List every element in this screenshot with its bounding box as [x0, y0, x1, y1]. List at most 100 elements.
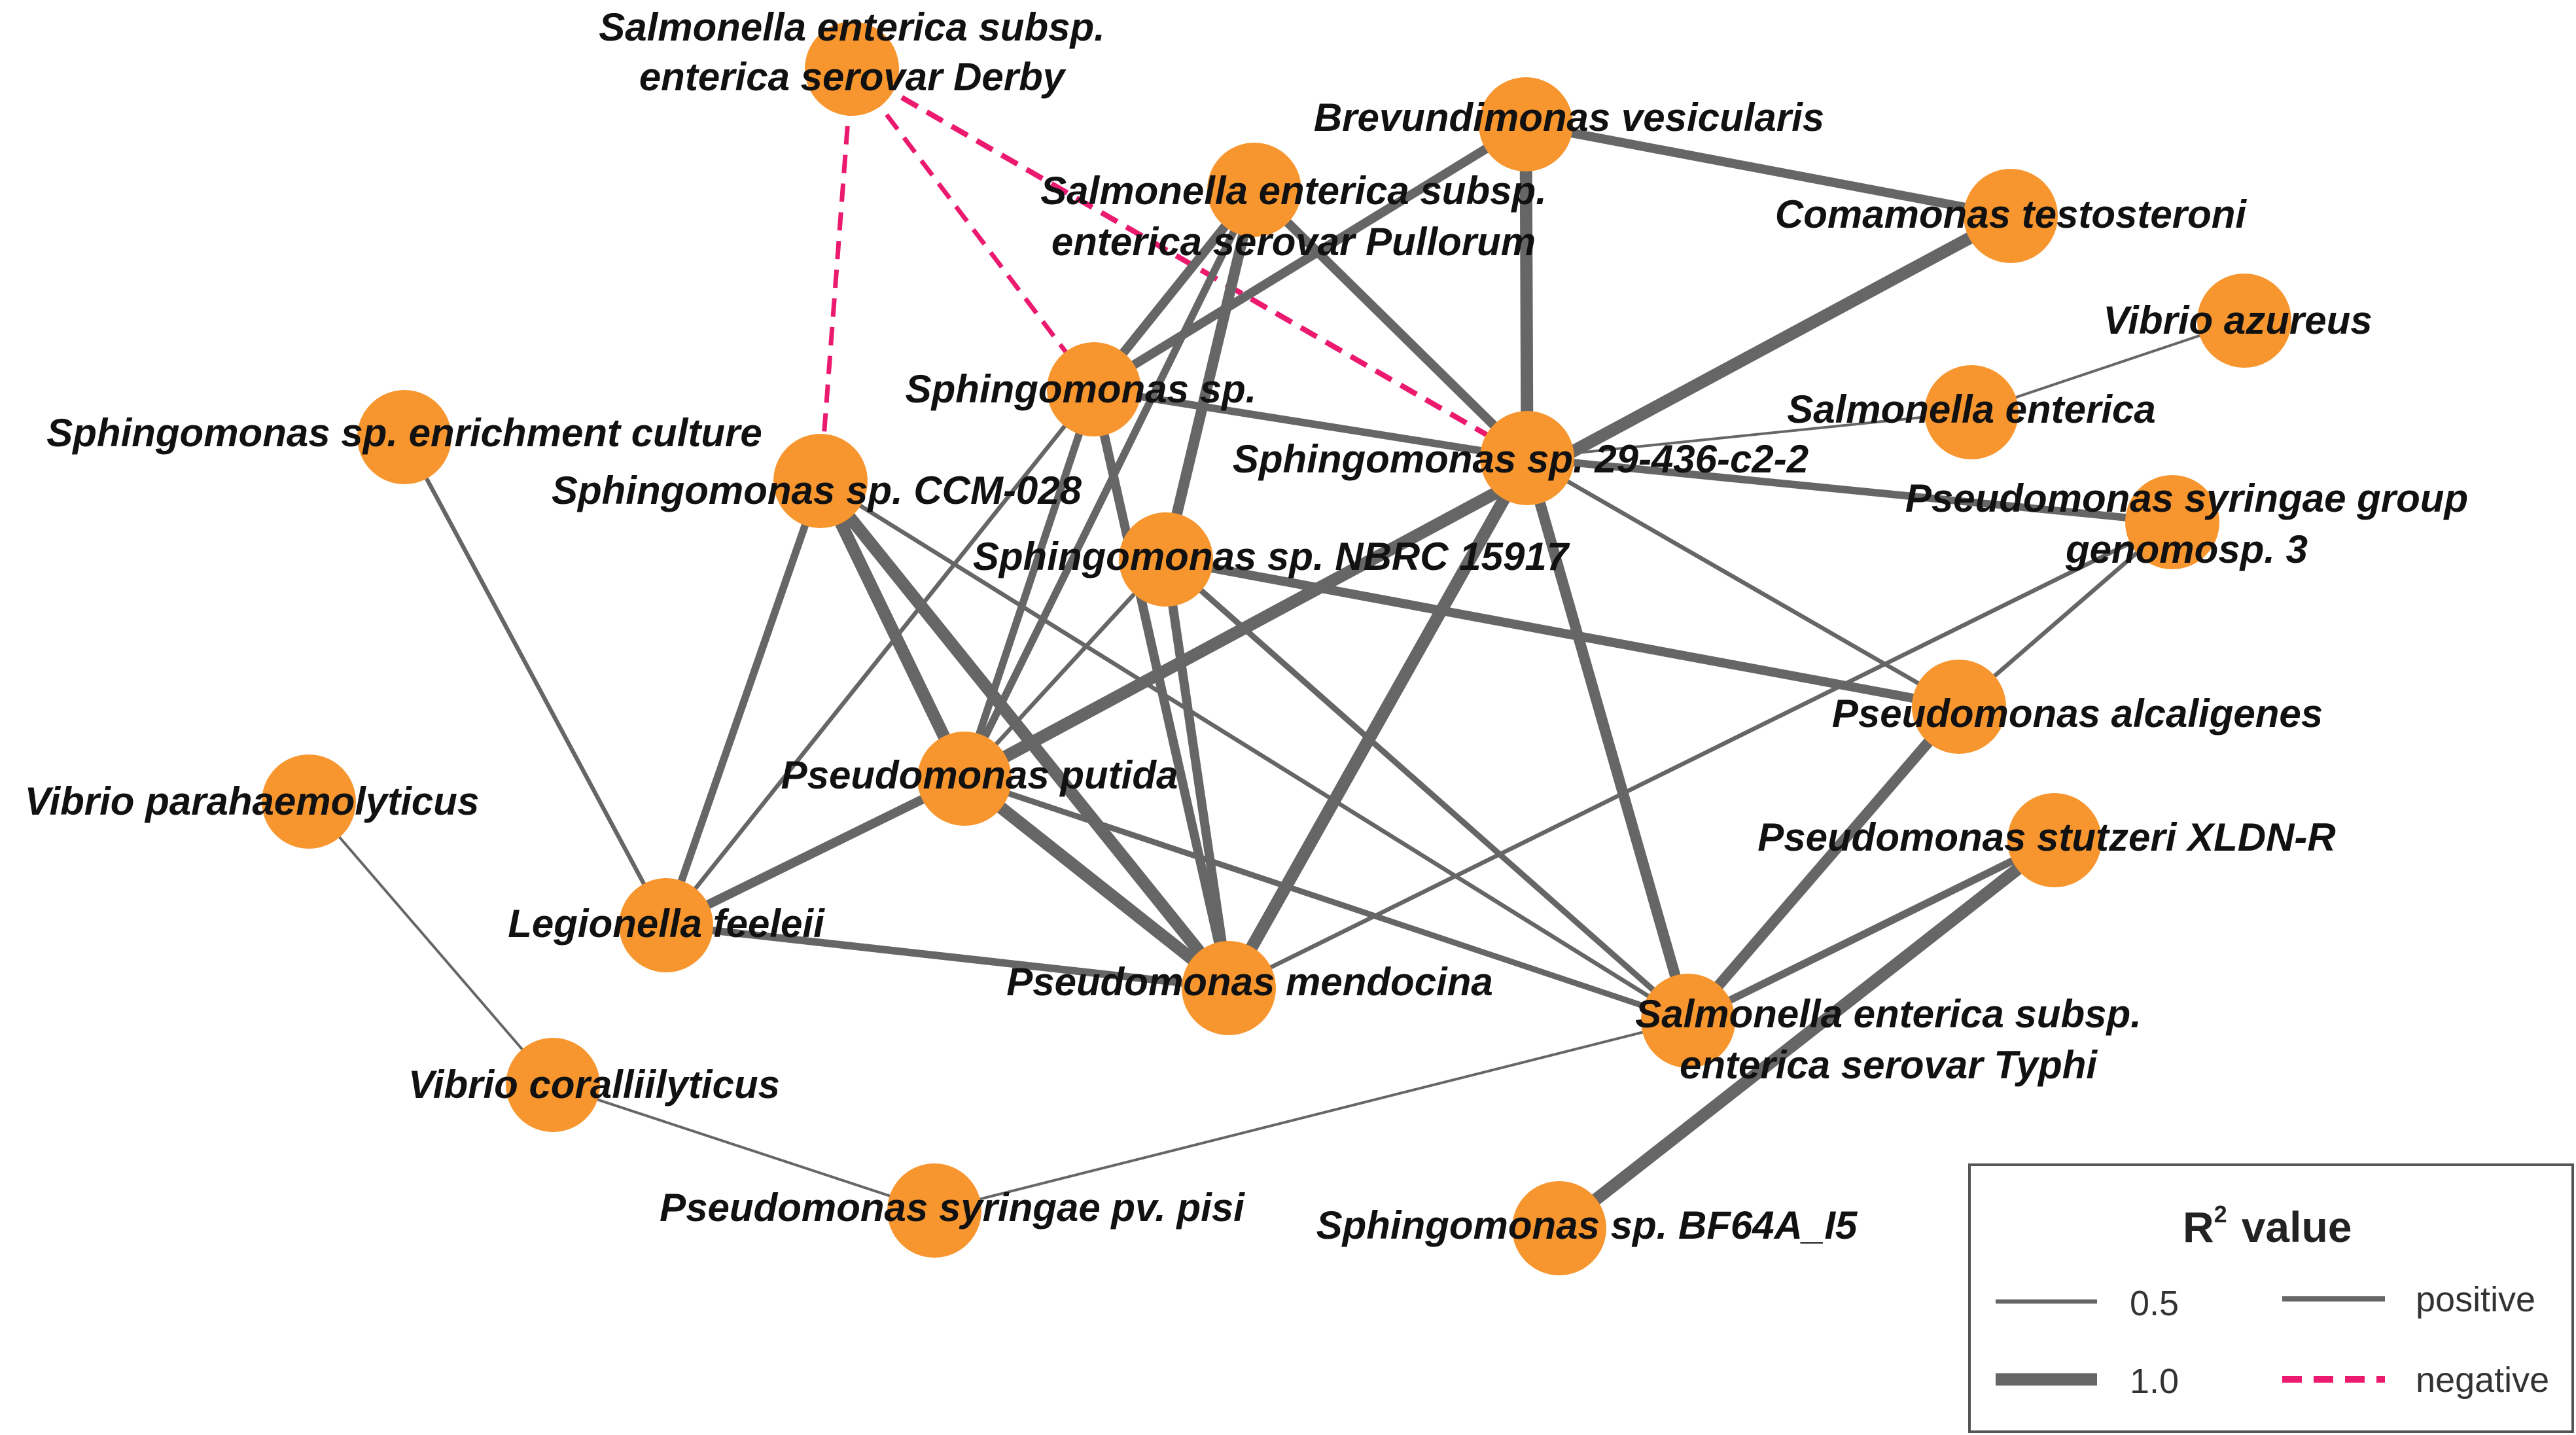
edge-derby-sphingo_sp: [850, 67, 1096, 391]
edge-ps_alcaligenes-typhi: [1684, 703, 1964, 1025]
edge-sphingo_enrich-legionella: [402, 436, 668, 927]
edge-sphingo_nbrc-typhi: [1164, 557, 1690, 1023]
edge-sphingo_ccm-legionella: [662, 480, 824, 927]
edge-sphingo_sp-sphingo_29: [1093, 385, 1528, 462]
legend-positive-label: positive: [2416, 1280, 2535, 1319]
node-comamonas[interactable]: [1964, 169, 2058, 263]
node-label-vibrio_coral: Vibrio coralliilyticus: [408, 1063, 780, 1107]
edge-sphingo_nbrc-ps_alcaligenes: [1165, 555, 1960, 711]
node-ps_syringae_group[interactable]: [2125, 475, 2219, 569]
node-ps_putida[interactable]: [917, 732, 1012, 826]
edge-sphingo_29-typhi: [1522, 456, 1693, 1023]
node-label-ps_syringae_group-line-2: genomosp. 3: [2065, 527, 2308, 571]
legend-title-rest: value: [2242, 1203, 2352, 1251]
node-label-sphingo_sp: Sphingomonas sp.: [906, 367, 1257, 411]
node-label-ps_mendocina: Pseudomonas mendocina: [1006, 960, 1493, 1004]
edge-pullorum-sphingo_29: [1251, 186, 1530, 461]
node-label-vibrio_para: Vibrio parahaemolyticus: [25, 779, 480, 823]
node-label-ps_syringae_group-line-1: Pseudomonas syringae group: [1905, 476, 2468, 520]
edge-pullorum-ps_putida: [961, 188, 1258, 781]
edge-ps_putida-ps_mendocina: [961, 773, 1233, 993]
node-label-ps_syringae_pisi: Pseudomonas syringae pv. pisi: [660, 1186, 1245, 1230]
node-label-sphingo_nbrc: Sphingomonas sp. NBRC 15917: [973, 535, 1570, 578]
node-ps_alcaligenes[interactable]: [1912, 660, 2006, 754]
legend-box: [1968, 1163, 2574, 1433]
node-label-salmonella_enterica: Salmonella enterica: [1787, 387, 2156, 431]
edge-sphingo_sp-legionella: [664, 387, 1096, 927]
legend-negative-label: negative: [2416, 1360, 2549, 1400]
node-sphingo_bf64[interactable]: [1512, 1181, 1606, 1275]
node-label-legionella: Legionella feeleii: [508, 902, 825, 946]
edge-brevundimonas-sphingo_sp: [1091, 120, 1528, 393]
node-label-ps_stutzeri: Pseudomonas stutzeri XLDN-R: [1757, 815, 2335, 859]
edges-layer: [308, 66, 2245, 1233]
legend-width-label-1.0: 1.0: [2130, 1362, 2179, 1401]
node-label-sphingo_enrich: Sphingomonas sp. enrichment culture: [46, 411, 762, 455]
node-label-ps_alcaligenes: Pseudomonas alcaligenes: [1832, 692, 2323, 735]
edge-derby-sphingo_ccm: [818, 68, 855, 482]
edge-vibrio_para-vibrio_coral: [308, 800, 554, 1086]
edge-sphingo_sp-ps_mendocina: [1089, 388, 1233, 989]
edge-sphingo_nbrc-ps_mendocina: [1161, 558, 1233, 989]
edge-sphingo_29-ps_mendocina: [1223, 455, 1533, 991]
node-label-sphingo_bf64: Sphingomonas sp. BF64A_I5: [1316, 1203, 1858, 1247]
edge-pullorum-sphingo_nbrc: [1160, 188, 1260, 561]
node-label-pullorum-line-2: enterica serovar Pullorum: [1051, 220, 1536, 264]
node-label-vibrio_azureus: Vibrio azureus: [2103, 298, 2372, 342]
edge-ps_putida-legionella: [663, 774, 967, 930]
node-label-typhi-line-2: enterica serovar Typhi: [1680, 1043, 2098, 1087]
node-sphingo_enrich[interactable]: [357, 390, 451, 484]
edge-ps_syringae_pisi-typhi: [934, 1019, 1689, 1212]
node-label-brevundimonas: Brevundimonas vesicularis: [1314, 96, 1824, 139]
edge-salmonella_enterica-sphingo_29: [1526, 411, 1972, 459]
node-pullorum[interactable]: [1207, 143, 1301, 237]
edge-vibrio_azureus-salmonella_enterica: [1971, 319, 2245, 414]
edge-sphingo_nbrc-ps_putida: [962, 558, 1168, 781]
node-label-sphingo_29: Sphingomonas sp. 29-436-c2-2: [1233, 437, 1808, 481]
edge-legionella-ps_mendocina: [665, 921, 1229, 992]
node-sphingo_29[interactable]: [1480, 411, 1574, 505]
node-salmonella_enterica[interactable]: [1924, 365, 2019, 459]
edge-brevundimonas-sphingo_29: [1519, 124, 1534, 459]
node-legionella[interactable]: [619, 878, 713, 972]
legend-title: R2 value: [2183, 1201, 2352, 1251]
legend-width-label-0.5: 0.5: [2130, 1284, 2179, 1323]
edge-sphingo_29-ps_syringae_group: [1526, 454, 2173, 526]
edge-sphingo_sp-ps_putida: [961, 388, 1098, 780]
node-derby[interactable]: [805, 22, 899, 116]
node-vibrio_para[interactable]: [262, 754, 356, 849]
edge-brevundimonas-comamonas: [1525, 120, 2012, 221]
edge-vibrio_coral-ps_syringae_pisi: [552, 1084, 935, 1212]
node-label-pullorum-line-1: Salmonella enterica subsp.: [1040, 169, 1547, 213]
node-label-derby-line-2: enterica serovar Derby: [639, 55, 1067, 99]
node-typhi[interactable]: [1641, 974, 1735, 1068]
edge-ps_stutzeri-typhi: [1686, 836, 2056, 1025]
nodes-layer: [262, 22, 2291, 1275]
node-label-typhi-line-1: Salmonella enterica subsp.: [1635, 992, 2142, 1036]
node-sphingo_nbrc[interactable]: [1119, 512, 1213, 607]
node-ps_syringae_pisi[interactable]: [887, 1163, 981, 1258]
edge-sphingo_ccm-typhi: [819, 479, 1689, 1023]
edge-ps_stutzeri-sphingo_bf64: [1555, 835, 2058, 1233]
node-vibrio_coral[interactable]: [506, 1038, 600, 1132]
edge-ps_syringae_group-ps_mendocina: [1227, 520, 2174, 990]
node-sphingo_sp[interactable]: [1047, 342, 1141, 436]
node-label-comamonas: Comamonas testosteroni: [1775, 192, 2247, 236]
node-vibrio_azureus[interactable]: [2197, 274, 2291, 368]
legend-title-main: R: [2183, 1203, 2214, 1251]
edge-comamonas-ps_putida: [961, 210, 2014, 785]
legend-title-sup: 2: [2214, 1201, 2227, 1228]
node-sphingo_ccm[interactable]: [773, 434, 868, 528]
legend: R2 value 0.5 1.0 positive negative: [1968, 1163, 2574, 1433]
node-ps_mendocina[interactable]: [1182, 941, 1276, 1035]
node-label-ps_putida: Pseudomonas putida: [781, 753, 1178, 797]
labels-layer: Salmonella enterica subsp. enterica serov…: [25, 5, 2468, 1247]
edge-sphingo_ccm-ps_putida: [815, 478, 970, 782]
node-ps_stutzeri[interactable]: [2007, 793, 2102, 887]
node-brevundimonas[interactable]: [1479, 77, 1573, 171]
node-label-sphingo_ccm: Sphingomonas sp. CCM-028: [552, 469, 1082, 512]
edge-ps_putida-typhi: [963, 775, 1689, 1024]
edge-sphingo_ccm-ps_mendocina: [815, 477, 1234, 992]
node-label-derby-line-1: Salmonella enterica subsp.: [599, 5, 1105, 49]
